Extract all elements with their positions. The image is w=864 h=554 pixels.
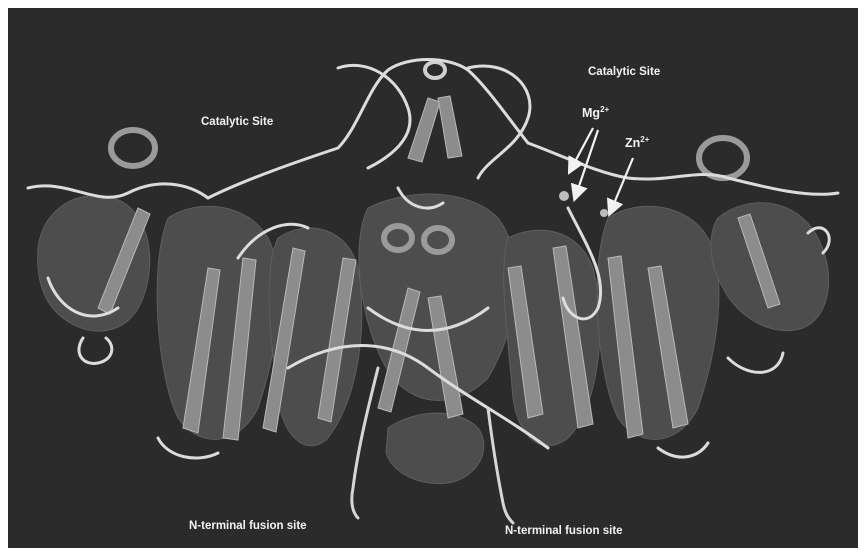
protein-structure-figure: Catalytic Site Catalytic Site Mg2+ Zn2+ … bbox=[8, 8, 858, 548]
right-top-helix bbox=[699, 138, 747, 178]
left-top-helix bbox=[111, 130, 155, 166]
loop bbox=[28, 184, 208, 198]
loop bbox=[468, 66, 530, 178]
loop bbox=[658, 443, 708, 457]
n-terminal-tail-left bbox=[352, 368, 378, 518]
bottom-center-domain bbox=[386, 413, 484, 483]
catalytic-site-label-left: Catalytic Site bbox=[201, 116, 273, 128]
n-terminal-label-right: N-terminal fusion site bbox=[505, 525, 623, 537]
loop bbox=[528, 143, 838, 194]
right-outer-helix-domain bbox=[711, 203, 829, 331]
loop bbox=[728, 353, 783, 372]
loop bbox=[79, 338, 112, 363]
loop bbox=[338, 65, 410, 168]
catalytic-site-label-right: Catalytic Site bbox=[588, 66, 660, 78]
left-outer-helix-domain bbox=[38, 195, 150, 331]
strand bbox=[408, 98, 440, 162]
zn-ion-label: Zn2+ bbox=[625, 135, 649, 150]
helix-domains bbox=[38, 194, 829, 483]
left-helix-domain bbox=[157, 206, 279, 439]
ribbon-structure bbox=[8, 8, 858, 548]
top-knot bbox=[425, 62, 445, 78]
n-terminal-tail-right bbox=[488, 408, 513, 523]
n-terminal-label-left: N-terminal fusion site bbox=[189, 520, 307, 532]
metal-ions bbox=[559, 191, 608, 217]
zn-charge: 2+ bbox=[640, 135, 649, 144]
zn-arrow bbox=[610, 158, 633, 213]
mg-ion-label: Mg2+ bbox=[582, 105, 609, 120]
zn-ion bbox=[600, 209, 608, 217]
strand bbox=[438, 96, 462, 158]
mg-ion bbox=[559, 191, 569, 201]
loop bbox=[158, 438, 218, 458]
zn-symbol: Zn bbox=[625, 136, 640, 150]
mg-symbol: Mg bbox=[582, 106, 600, 120]
mg-charge: 2+ bbox=[600, 105, 609, 114]
